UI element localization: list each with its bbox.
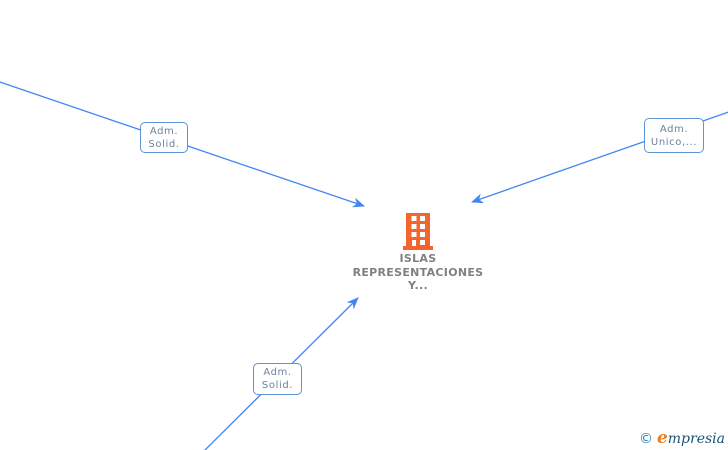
edge-label-line: Adm. (659, 123, 689, 135)
building-icon (403, 213, 433, 250)
brand-initial: e (656, 428, 668, 448)
edge-label-line: Adm. (149, 125, 179, 137)
edge-label-adm-solid-bottom[interactable]: Adm. Solid. (253, 363, 302, 395)
edge-label-line: Solid. (261, 380, 294, 391)
central-node-label-line: ISLAS (399, 252, 437, 265)
edge-label-adm-unico-top-right[interactable]: Adm. Unico,... (644, 118, 704, 153)
central-node-label-line: REPRESENTACIONES (352, 265, 484, 279)
empresia-watermark: © empresia (639, 428, 725, 448)
copyright-icon: © (638, 431, 653, 447)
central-node-label: ISLAS REPRESENTACIONES Y... (353, 252, 484, 293)
central-node-label-line: Y... (408, 279, 428, 292)
brand-name: empresia (657, 428, 725, 448)
edge-label-adm-solid-top-left[interactable]: Adm. Solid. (140, 122, 188, 153)
edge-label-line: Solid. (148, 138, 180, 150)
edge-label-line: Adm. (263, 367, 292, 378)
brand-rest: mpresia (667, 431, 725, 447)
central-company-node[interactable]: ISLAS REPRESENTACIONES Y... (333, 213, 503, 293)
edge-label-line: Unico,... (650, 136, 698, 148)
